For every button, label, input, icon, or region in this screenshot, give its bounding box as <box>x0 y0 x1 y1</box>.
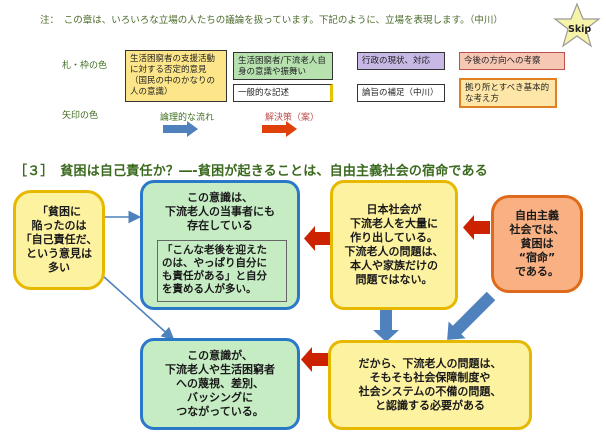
legend-box-administration: 行政の現状、対応 <box>357 52 445 70</box>
flow-arrow-liberal-to-conclusion <box>447 291 496 340</box>
connector-self-to-contempt <box>102 275 175 341</box>
legend-box-negative-opinion: 生活困窮者の支援活動に対する否定的意見（国民の中のかなりの人の意識） <box>125 50 227 102</box>
legend-flow-arrow <box>163 121 198 137</box>
node-liberal-society: 自由主義 社会では、 貧困は “宿命” である。 <box>491 195 583 293</box>
flow-arrow-japan-to-conclusion <box>373 310 399 342</box>
solution-arrow-conclusion-to-contempt <box>301 347 328 372</box>
legend-box-principle: 拠り所とすべき基本的な考え方 <box>459 78 557 108</box>
node-japan-society-text: 日本社会が 下流老人を大量に 作り出している。 下流老人の問題は、 本人や家族だ… <box>344 203 444 286</box>
star-icon[interactable] <box>551 2 603 50</box>
solution-arrow-japan-to-awareness <box>304 226 331 251</box>
legend-tag-label: 札・枠の色 <box>62 61 108 71</box>
legend-solution-arrow <box>262 121 297 137</box>
legend-note: 注： この章は、いろいろな立場の人たちの議論を扱っています。下記のように、立場を… <box>40 15 503 26</box>
node-conclusion: だから、下流老人の問題は、 そもそも社会保障制度や 社会システムの不備の問題、 … <box>328 340 532 430</box>
solution-arrow-liberal-to-japan <box>463 215 490 240</box>
legend-box-supplement: 論旨の補足（中川） <box>357 84 445 102</box>
node-liberal-society-text: 自由主義 社会では、 貧困は “宿命” である。 <box>509 209 565 278</box>
node-self-responsibility-text: 「貧困に 陥ったのは 「自己責任だ、 という意見は 多い <box>20 205 98 274</box>
skip-button[interactable]: Skip <box>568 24 592 35</box>
awareness-quote-box: 「こんな老後を迎えた のは、やっぱり自分に も責任がある」と自分 を責める人が多… <box>157 240 287 302</box>
legend-box-self-awareness: 生活困窮者/下流老人自身の意識や振舞い <box>233 52 333 80</box>
node-japan-society: 日本社会が 下流老人を大量に 作り出している。 下流老人の問題は、 本人や家族だ… <box>330 180 458 310</box>
node-awareness-text: この意識は、 下流老人の当事者にも 存在している <box>165 191 275 232</box>
legend-arrow-label: 矢印の色 <box>62 111 99 121</box>
node-contempt-text: この意識が、 下流老人や生活困窮者 への蔑視、差別、 バッシングに つながってい… <box>165 349 275 418</box>
legend-arrow-flow-label: 論理的な流れ <box>160 113 215 123</box>
legend-arrow-solution-label: 解決策（案） <box>265 113 320 123</box>
legend-box-future: 今後の方向への考察 <box>459 52 565 70</box>
node-contempt: この意識が、 下流老人や生活困窮者 への蔑視、差別、 バッシングに つながってい… <box>140 338 300 430</box>
section-heading: ［３］ 貧困は自己責任か？―-貧困が起きることは、自由主義社会の宿命である <box>14 164 488 179</box>
legend-box-general: 一般的な記述 <box>233 84 333 102</box>
node-conclusion-text: だから、下流老人の問題は、 そもそも社会保障制度や 社会システムの不備の問題、 … <box>358 357 502 412</box>
node-self-responsibility: 「貧困に 陥ったのは 「自己責任だ、 という意見は 多い <box>13 190 105 290</box>
